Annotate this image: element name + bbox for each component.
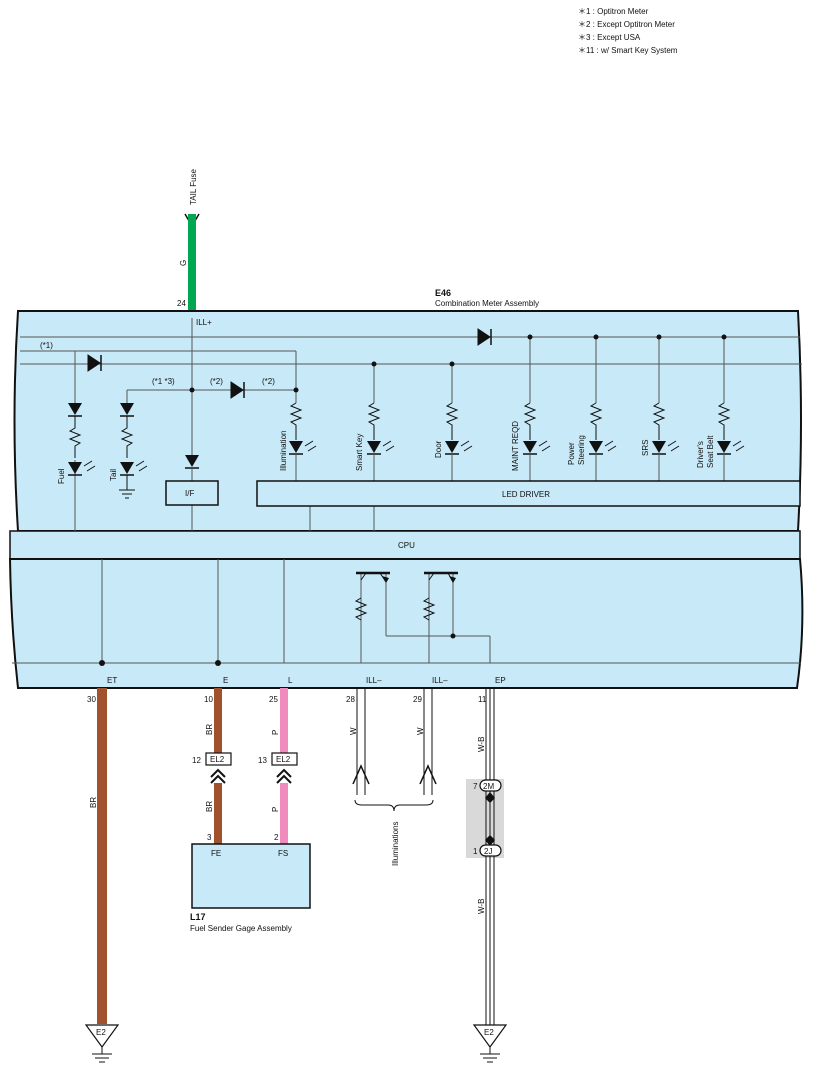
cpu-label: CPU <box>398 541 415 550</box>
ground-label-left: E2 <box>96 1028 106 1037</box>
el2-pin-13: 13 <box>258 756 267 765</box>
el2-pin-12: 12 <box>192 756 201 765</box>
power-steering-label-1: Power <box>567 442 576 465</box>
wire-wb-lower: W-B <box>477 899 486 914</box>
pin-30: 30 <box>87 695 96 704</box>
terminal-e: E <box>223 676 228 685</box>
smart-key-lamp: Smart Key <box>355 402 395 481</box>
wire-color-g: G <box>179 260 188 266</box>
et-ground-circuit: BR E2 <box>84 688 120 1063</box>
fs-circuit: P 13 EL2 P 2 <box>258 688 298 844</box>
pin-25: 25 <box>269 695 278 704</box>
maint-reqd-label: MAINT REQD <box>511 421 520 471</box>
meter-lower-panel <box>8 558 804 689</box>
wire-br-e: BR <box>205 724 214 735</box>
sender-fe: FE <box>211 849 221 858</box>
pin-29: 29 <box>413 695 422 704</box>
wire-p-l: P <box>271 730 280 735</box>
wire-w-28: W <box>349 727 358 735</box>
legend-item: ＊11 : w/ Smart Key System <box>578 46 678 55</box>
maint-reqd-lamp: MAINT REQD <box>511 402 551 481</box>
internal-wiring <box>20 318 802 663</box>
wire-br-fe: BR <box>205 801 214 812</box>
legend-item: ＊3 : Except USA <box>578 33 641 42</box>
led-driver-label: LED DRIVER <box>502 490 550 499</box>
pin-28: 28 <box>346 695 355 704</box>
smart-key-label: Smart Key <box>355 434 364 471</box>
sender-code: L17 <box>190 912 206 922</box>
sender-pin-2: 2 <box>274 833 279 842</box>
condition-2a: (*2) <box>210 377 223 386</box>
seat-belt-label-1: Driver's <box>696 441 705 468</box>
legend-item: ＊2 : Except Optitron Meter <box>578 20 675 29</box>
terminal-labels: ET E L ILL– ILL– EP 30 10 25 28 29 11 <box>87 676 506 704</box>
illumination-wires: W W Illuminations <box>349 688 437 866</box>
seat-belt-lamp: Driver's Seat Belt <box>696 402 745 481</box>
if-block: I/F <box>165 455 219 506</box>
fe-circuit: BR 12 EL2 BR 3 <box>192 688 232 844</box>
terminal-ep: EP <box>495 676 506 685</box>
el2-label-a: EL2 <box>210 755 225 764</box>
conn-2m-pin: 7 <box>473 782 478 791</box>
junction-dots <box>99 334 727 666</box>
conn-2m-label: 2M <box>483 782 494 791</box>
legend-item: ＊1 : Optitron Meter <box>578 7 649 16</box>
ill-transistors <box>354 571 458 621</box>
power-steering-label-2: Steering <box>577 435 586 465</box>
terminal-ill-plus: ILL+ <box>196 318 212 327</box>
srs-lamp: SRS <box>641 402 680 481</box>
meter-name: Combination Meter Assembly <box>435 299 539 308</box>
legend: ＊1 : Optitron Meter ＊2 : Except Optitron… <box>578 7 678 55</box>
terminal-et: ET <box>107 676 117 685</box>
tail-lamp: Tail <box>109 403 148 499</box>
conn-2j-label: 2J <box>484 847 492 856</box>
fuel-label: Fuel <box>57 468 66 484</box>
fuel-lamp: Fuel <box>57 403 96 484</box>
pin-10: 10 <box>204 695 213 704</box>
illumination-label: Illumination <box>279 431 288 471</box>
ground-label-right: E2 <box>484 1028 494 1037</box>
conn-2j-pin: 1 <box>473 847 478 856</box>
terminal-ill-2: ILL– <box>432 676 448 685</box>
tail-fuse-feed: TAIL Fuse G 24 <box>177 168 200 311</box>
illuminations-label: Illuminations <box>391 822 400 866</box>
illumination-lamp: Illumination <box>279 402 317 481</box>
srs-label: SRS <box>641 440 650 456</box>
seat-belt-label-2: Seat Belt <box>706 435 715 468</box>
sender-name: Fuel Sender Gage Assembly <box>190 924 292 933</box>
green-wire <box>188 214 196 311</box>
led-driver-box <box>256 480 801 507</box>
condition-1-3: (*1 *3) <box>152 377 175 386</box>
pin-24: 24 <box>177 299 186 308</box>
sender-pin-3: 3 <box>207 833 212 842</box>
if-label: I/F <box>185 489 194 498</box>
condition-1: (*1) <box>40 341 53 350</box>
el2-label-b: EL2 <box>276 755 291 764</box>
tail-fuse-label: TAIL Fuse <box>189 168 198 205</box>
wire-w-29: W <box>416 727 425 735</box>
meter-code: E46 <box>435 288 451 298</box>
door-label: Door <box>434 440 443 458</box>
tail-label: Tail <box>109 469 118 481</box>
condition-2b: (*2) <box>262 377 275 386</box>
wire-wb-upper: W-B <box>477 737 486 752</box>
power-steering-lamp: Power Steering <box>567 402 617 481</box>
sender-fs: FS <box>278 849 288 858</box>
ep-ground-circuit: W-B 7 2M 1 2J W-B E2 <box>466 688 508 1063</box>
door-lamp: Door <box>434 402 473 481</box>
series-diodes <box>87 328 492 399</box>
wire-br-et: BR <box>89 797 98 808</box>
terminal-l: L <box>288 676 293 685</box>
wire-p-fs: P <box>271 807 280 812</box>
pin-11: 11 <box>478 695 487 704</box>
fuel-sender: FE FS L17 Fuel Sender Gage Assembly <box>190 843 311 933</box>
terminal-ill-1: ILL– <box>366 676 382 685</box>
